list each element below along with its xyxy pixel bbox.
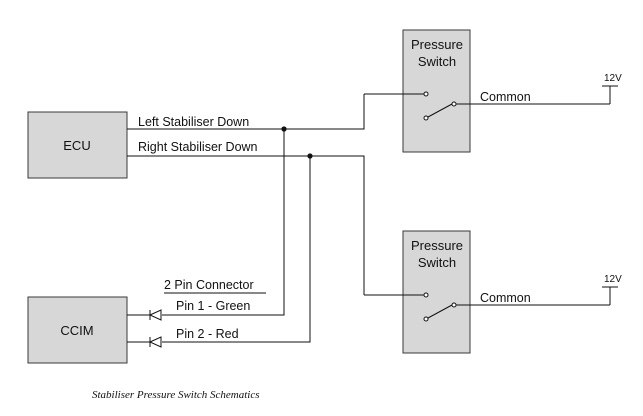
pressure-switch-bottom-label-2: Switch: [418, 255, 456, 270]
pin2-tap-wire: [162, 156, 311, 343]
switch-top-pivot: [451, 101, 457, 107]
switch-bottom-contact-2: [423, 316, 429, 322]
switch-top-contact-1: [423, 91, 429, 97]
pin2-label: Pin 2 - Red: [176, 327, 239, 341]
pressure-switch-bottom-label-1: Pressure: [411, 238, 463, 253]
switch-bottom-pivot: [451, 302, 457, 308]
switch-top-contact-2: [423, 115, 429, 121]
right-stabiliser-wire: Right Stabiliser Down: [127, 140, 365, 295]
right-stabiliser-label: Right Stabiliser Down: [138, 140, 258, 154]
ccim-block: CCIM: [27, 296, 128, 364]
switch-bottom-common-label: Common: [480, 291, 531, 305]
left-stabiliser-label: Left Stabiliser Down: [138, 115, 249, 129]
pin2-diode-icon: [127, 336, 162, 348]
diagram-caption: Stabiliser Pressure Switch Schematics: [92, 389, 260, 401]
switch-bottom-blade: [427, 304, 453, 319]
pin1-tap-wire: [162, 129, 285, 316]
switch-top-12v-label: 12V: [604, 73, 622, 84]
switch-top-common-label: Common: [480, 90, 531, 104]
ecu-block: ECU: [27, 111, 128, 179]
pressure-switch-top-label-1: Pressure: [411, 37, 463, 52]
switch-bottom-12v-label: 12V: [604, 274, 622, 285]
pressure-switch-top: Pressure Switch Common 12V: [364, 29, 622, 153]
left-stabiliser-wire: Left Stabiliser Down: [127, 94, 365, 132]
switch-bottom-contact-1: [423, 292, 429, 298]
ccim-label: CCIM: [60, 323, 93, 338]
switch-top-blade: [427, 103, 453, 118]
connector-title: 2 Pin Connector: [164, 278, 254, 292]
pressure-switch-bottom: Pressure Switch Common 12V: [364, 230, 622, 354]
pin1-diode-icon: [127, 309, 162, 321]
ecu-label: ECU: [63, 138, 90, 153]
pin1-label: Pin 1 - Green: [176, 299, 250, 313]
pressure-switch-top-label-2: Switch: [418, 54, 456, 69]
